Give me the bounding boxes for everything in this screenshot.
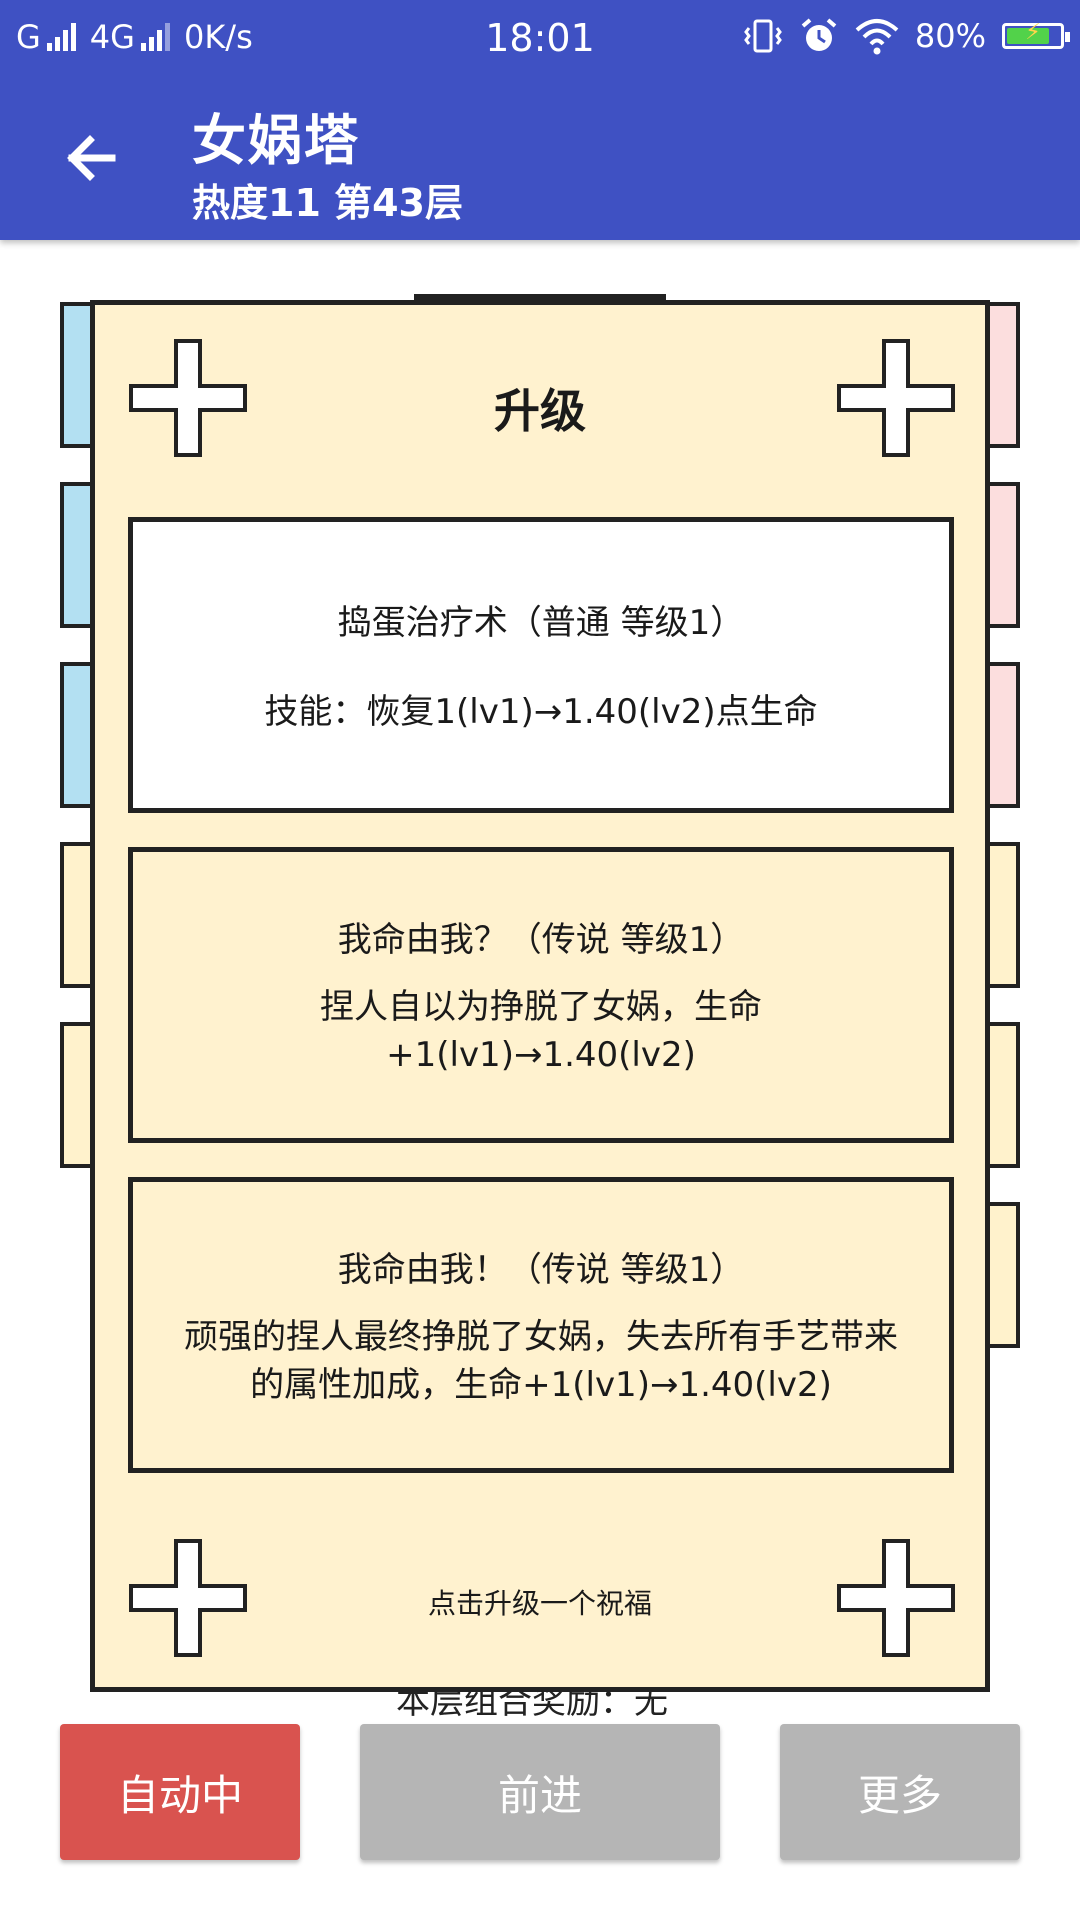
page-title: 女娲塔 [192,109,360,172]
network-label: 4G [89,18,135,56]
carrier-label: G [16,18,41,56]
blessing-name: 我命由我！（传说 等级1） [337,1249,745,1290]
page-subtitle: 热度11 第43层 [192,181,463,225]
forward-button[interactable]: 前进 [360,1724,720,1860]
cross-ornament-icon [837,1539,955,1657]
blessing-name: 捣蛋治疗术（普通 等级1） [337,602,745,643]
blessing-card-3[interactable]: 我命由我！（传说 等级1） 顽强的捏人最终挣脱了女娲，失去所有手艺带来的属性加成… [128,1177,954,1473]
network-speed: 0K/s [183,18,253,56]
blessing-desc: 顽强的捏人最终挣脱了女娲，失去所有手艺带来的属性加成，生命+1(lv1)→1.4… [184,1316,898,1405]
blessing-desc: 捏人自以为挣脱了女娲，生命+1(lv1)→1.40(lv2) [320,986,762,1075]
status-bar: G 4G 0K/s 18:01 [0,0,1080,76]
background-divider [414,294,666,302]
blessing-desc: 技能：恢复1(lv1)→1.40(lv2)点生命 [264,691,818,732]
blessing-card-1[interactable]: 捣蛋治疗术（普通 等级1） 技能：恢复1(lv1)→1.40(lv2)点生命 [128,517,954,813]
clock: 18:01 [485,16,595,60]
dialog-title: 升级 [494,384,586,438]
upgrade-dialog: 升级 捣蛋治疗术（普通 等级1） 技能：恢复1(lv1)→1.40(lv2)点生… [90,300,990,1692]
alarm-icon [801,18,837,51]
blessing-card-2[interactable]: 我命由我？（传说 等级1） 捏人自以为挣脱了女娲，生命+1(lv1)→1.40(… [128,847,954,1143]
signal-icon [46,23,76,51]
vibrate-icon [744,19,782,53]
wifi-icon [855,19,899,55]
blessing-name: 我命由我？（传说 等级1） [337,919,745,960]
more-button[interactable]: 更多 [780,1724,1020,1860]
top-bar: G 4G 0K/s 18:01 [0,0,1080,240]
cross-ornament-icon [837,339,955,457]
cross-ornament-icon [129,1539,247,1657]
cross-ornament-icon [129,339,247,457]
app-bar: 女娲塔 热度11 第43层 [0,76,1080,240]
back-arrow-icon[interactable] [60,128,120,188]
dialog-hint: 点击升级一个祝福 [427,1587,652,1620]
battery-icon: ⚡ [1002,20,1070,49]
auto-button[interactable]: 自动中 [60,1724,300,1860]
signal-icon-2 [140,23,170,51]
battery-percent: 80% [914,17,986,55]
